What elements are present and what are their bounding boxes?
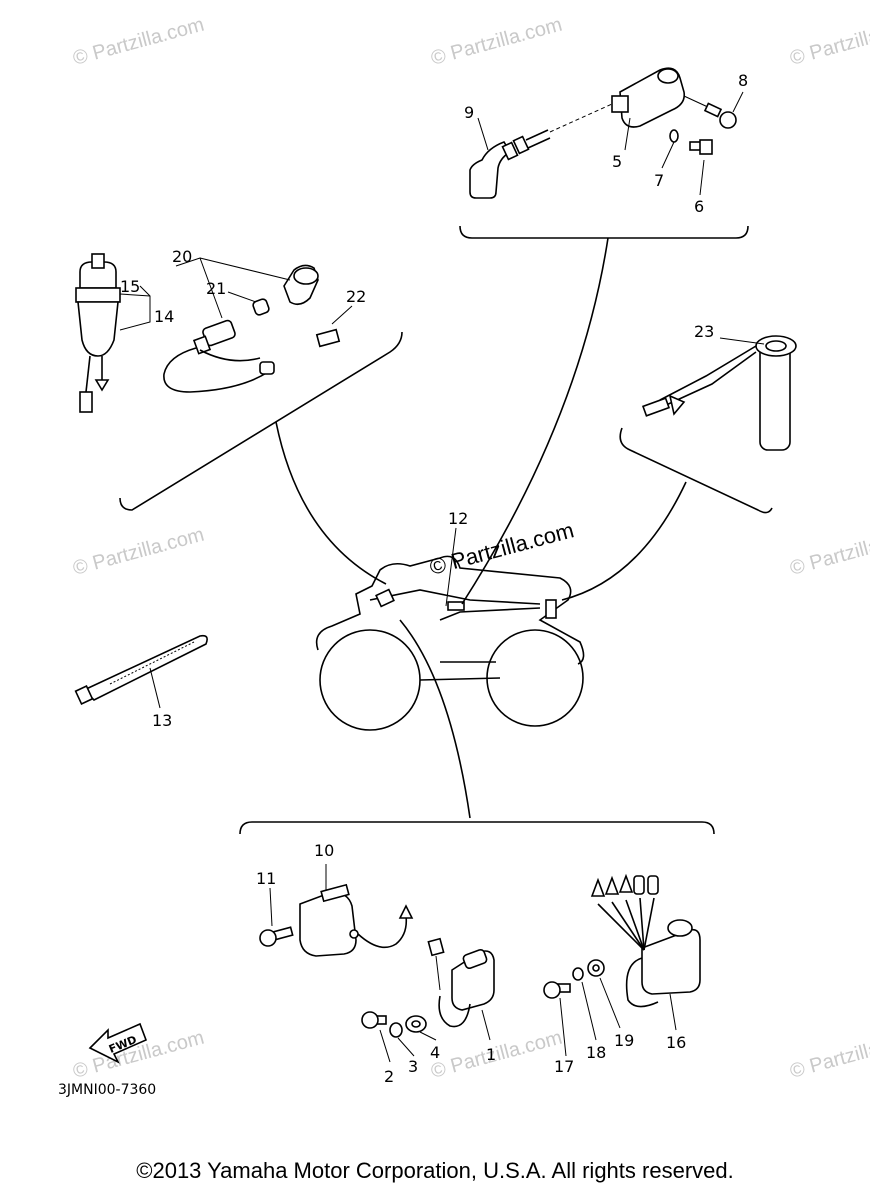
front-wheel xyxy=(319,629,421,731)
watermark: © Partzilla.com xyxy=(429,14,565,70)
bracket-right xyxy=(619,427,773,514)
connector-lines xyxy=(275,237,687,819)
cdi-unit xyxy=(451,950,495,1011)
callout-2: 2 xyxy=(384,1067,394,1086)
watermark: © Partzilla.com xyxy=(429,1027,565,1083)
atv-body xyxy=(315,555,585,665)
callout-13: 13 xyxy=(152,711,172,730)
watermark: © Partzilla.com xyxy=(788,524,870,580)
callout-19: 19 xyxy=(614,1031,634,1050)
callout-20: 20 xyxy=(172,247,192,266)
atv-silhouette: 12 xyxy=(315,509,585,731)
ignition-coil-2 xyxy=(641,928,701,995)
bracket-bottom xyxy=(239,821,715,835)
watermark: © Partzilla.com xyxy=(71,14,207,70)
callout-15: 15 xyxy=(120,277,140,296)
callout-17: 17 xyxy=(554,1057,574,1076)
callout-5: 5 xyxy=(612,152,622,171)
callout-3: 3 xyxy=(408,1057,418,1076)
bracket-top xyxy=(459,225,749,239)
label-tag xyxy=(315,328,341,348)
switch-group: 15 14 20 21 22 xyxy=(75,247,403,511)
callout-23: 23 xyxy=(694,322,714,341)
diagram-code: 3JMNI00-7360 xyxy=(58,1082,156,1098)
callout-7: 7 xyxy=(654,171,664,190)
throttle-group: 23 xyxy=(619,322,797,514)
callout-18: 18 xyxy=(586,1043,606,1062)
callout-14: 14 xyxy=(154,307,174,326)
plug-cap xyxy=(469,141,512,199)
callout-8: 8 xyxy=(738,71,748,90)
callout-21: 21 xyxy=(206,279,226,298)
watermark: © Partzilla.com xyxy=(71,524,207,580)
callout-11: 11 xyxy=(256,869,276,888)
main-switch-body xyxy=(77,301,119,357)
rear-wheel xyxy=(486,629,584,727)
cdi-group: 10 11 2 3 4 1 xyxy=(239,821,715,1086)
throttle-grip xyxy=(759,343,791,451)
callout-6: 6 xyxy=(694,197,704,216)
callout-4: 4 xyxy=(430,1043,440,1062)
sensor-unit xyxy=(299,891,357,957)
bracket-left xyxy=(119,331,403,511)
callout-22: 22 xyxy=(346,287,366,306)
callout-12: 12 xyxy=(448,509,468,528)
callout-16: 16 xyxy=(666,1033,686,1052)
callout-10: 10 xyxy=(314,841,334,860)
cable-tie: 13 xyxy=(74,634,208,730)
callout-1: 1 xyxy=(486,1045,496,1064)
callout-9: 9 xyxy=(464,103,474,122)
watermark: © Partzilla.com xyxy=(788,1027,870,1083)
watermark: © Partzilla.com xyxy=(788,14,870,70)
ignition-coil-group: 9 5 7 6 8 xyxy=(459,67,749,239)
copyright-notice: ©2013 Yamaha Motor Corporation, U.S.A. A… xyxy=(136,1158,734,1183)
